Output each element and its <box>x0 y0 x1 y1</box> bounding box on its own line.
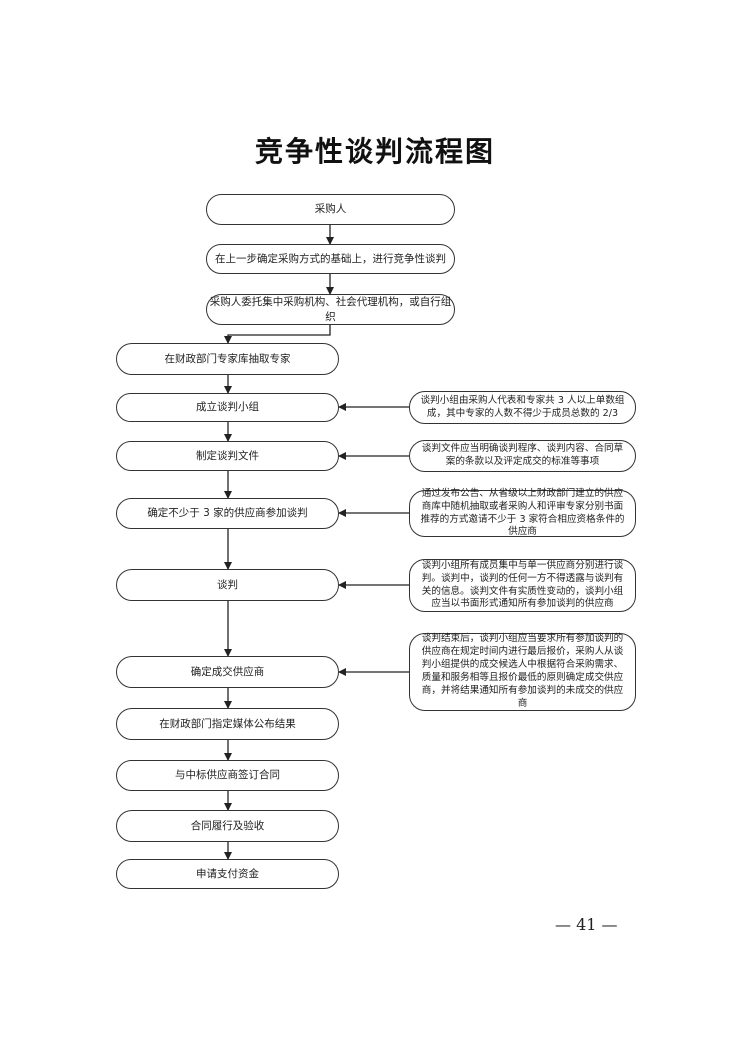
note-team-composition: 谈判小组由采购人代表和专家共 3 人以上单数组成，其中专家的人数不得少于成员总数… <box>409 391 636 424</box>
page-title: 竞争性谈判流程图 <box>254 135 495 168</box>
note-supplier-invitation: 通过发布公告、从省级以上财政部门建立的供应商库中随机抽取或者采购人和评审专家分别… <box>409 488 636 537</box>
arrow-3 <box>224 325 331 344</box>
note-final-quotation: 谈判结束后，谈判小组应当要求所有参加谈判的供应商在规定时间内进行最后报价，采购人… <box>409 633 636 711</box>
step-prepare-documents: 制定谈判文件 <box>116 441 339 471</box>
step-determine-supplier: 确定成交供应商 <box>116 656 339 688</box>
note-document-content: 谈判文件应当明确谈判程序、谈判内容、合同草案的条款以及评定成交的标准等事项 <box>409 440 636 472</box>
step-entrust-agency: 采购人委托集中采购机构、社会代理机构，或自行组织 <box>206 294 455 325</box>
step-publish-result: 在财政部门指定媒体公布结果 <box>116 708 339 740</box>
note-negotiation-rules: 谈判小组所有成员集中与单一供应商分别进行谈判。谈判中，谈判的任何一方不得透露与谈… <box>409 559 636 612</box>
step-negotiation: 谈判 <box>116 569 339 601</box>
step-competitive-negotiation: 在上一步确定采购方式的基础上，进行竞争性谈判 <box>206 244 455 274</box>
step-select-suppliers: 确定不少于 3 家的供应商参加谈判 <box>116 498 339 529</box>
step-request-payment: 申请支付资金 <box>116 859 339 889</box>
step-purchaser: 采购人 <box>206 194 455 225</box>
step-contract-acceptance: 合同履行及验收 <box>116 810 339 842</box>
step-sign-contract: 与中标供应商签订合同 <box>116 760 339 791</box>
step-form-negotiation-team: 成立谈判小组 <box>116 393 339 422</box>
step-draw-experts: 在财政部门专家库抽取专家 <box>116 343 339 375</box>
page-number: — 41 — <box>555 915 618 934</box>
